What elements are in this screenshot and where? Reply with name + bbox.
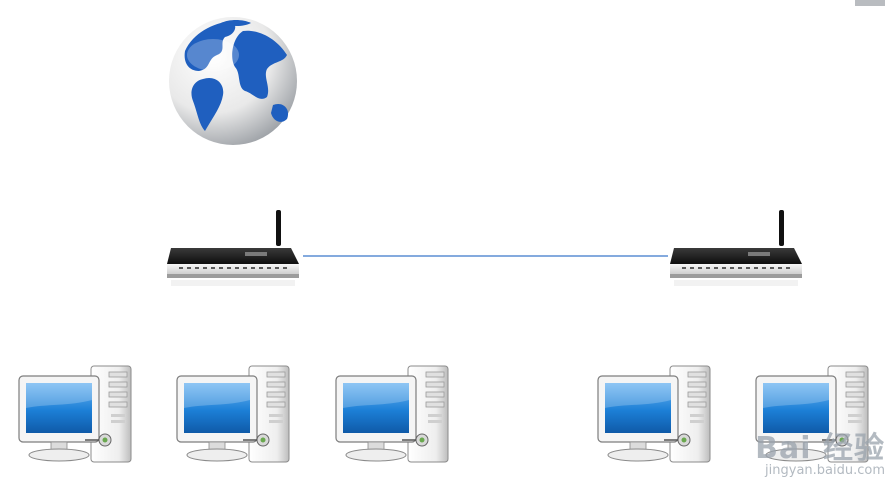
desktop-computer-icon xyxy=(335,365,449,463)
desktop-computer-icon xyxy=(597,365,711,463)
desktop-computer-icon xyxy=(176,365,290,463)
watermark: Bai 经验 jingyan.baidu.com xyxy=(755,423,885,478)
watermark-site: jingyan.baidu.com xyxy=(765,463,885,478)
wireless-router-icon xyxy=(670,210,802,286)
corner-mark xyxy=(855,0,885,6)
wireless-router-icon xyxy=(167,210,299,286)
globe-icon xyxy=(169,17,297,145)
watermark-brand: Bai 经验 xyxy=(755,431,885,466)
desktop-computer-icon xyxy=(18,365,132,463)
desktop-computer-icon xyxy=(755,365,869,463)
